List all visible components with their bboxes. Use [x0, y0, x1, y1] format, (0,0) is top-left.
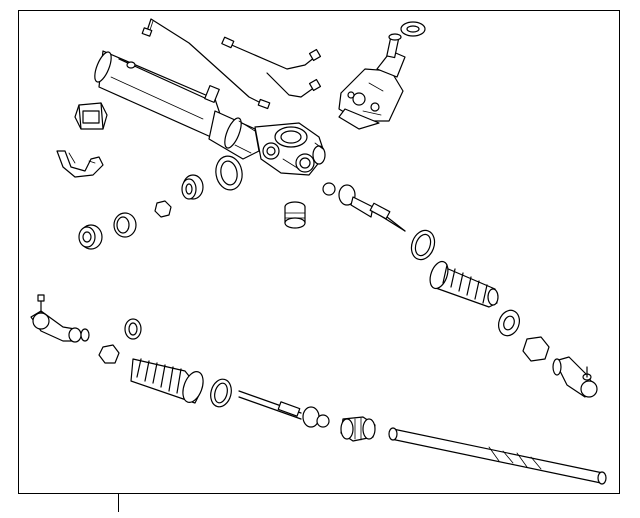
clamp-ring-icon[interactable] — [208, 377, 235, 409]
fluid-line-icon[interactable] — [266, 72, 322, 98]
clamp-ring-icon[interactable] — [495, 307, 523, 338]
bushing-icon[interactable] — [340, 416, 376, 442]
clamp-ring-icon[interactable] — [124, 318, 142, 340]
grommet-icon[interactable] — [78, 224, 103, 250]
bracket-icon[interactable] — [56, 150, 104, 178]
tie-rod-icon[interactable] — [238, 390, 330, 428]
bushing-icon[interactable] — [181, 174, 204, 200]
diagram-frame — [18, 10, 620, 494]
clamp-ring-icon[interactable] — [408, 227, 439, 263]
fluid-line-icon[interactable] — [221, 36, 322, 70]
callout-tick — [118, 494, 119, 512]
seal-ring-icon[interactable] — [113, 212, 137, 238]
rack-shaft-icon[interactable] — [388, 427, 607, 485]
seal-ring-icon[interactable] — [213, 154, 245, 192]
tie-rod-end-icon[interactable] — [30, 294, 90, 343]
hex-nut-icon[interactable] — [98, 344, 120, 364]
fluid-line-icon[interactable] — [141, 18, 271, 110]
grommet-icon[interactable] — [284, 201, 306, 229]
steering-rack-housing-icon[interactable] — [91, 50, 326, 176]
bellows-boot-icon[interactable] — [427, 259, 499, 308]
tie-rod-end-icon[interactable] — [552, 356, 598, 398]
washer-icon[interactable] — [400, 21, 426, 37]
hex-nut-icon[interactable] — [154, 200, 172, 218]
bushing-icon[interactable] — [74, 102, 108, 130]
tie-rod-icon[interactable] — [322, 182, 406, 232]
valve-housing-icon[interactable] — [338, 33, 406, 130]
bellows-boot-icon[interactable] — [130, 358, 207, 405]
exploded-parts-diagram — [30, 18, 607, 485]
hex-nut-icon[interactable] — [522, 336, 550, 362]
